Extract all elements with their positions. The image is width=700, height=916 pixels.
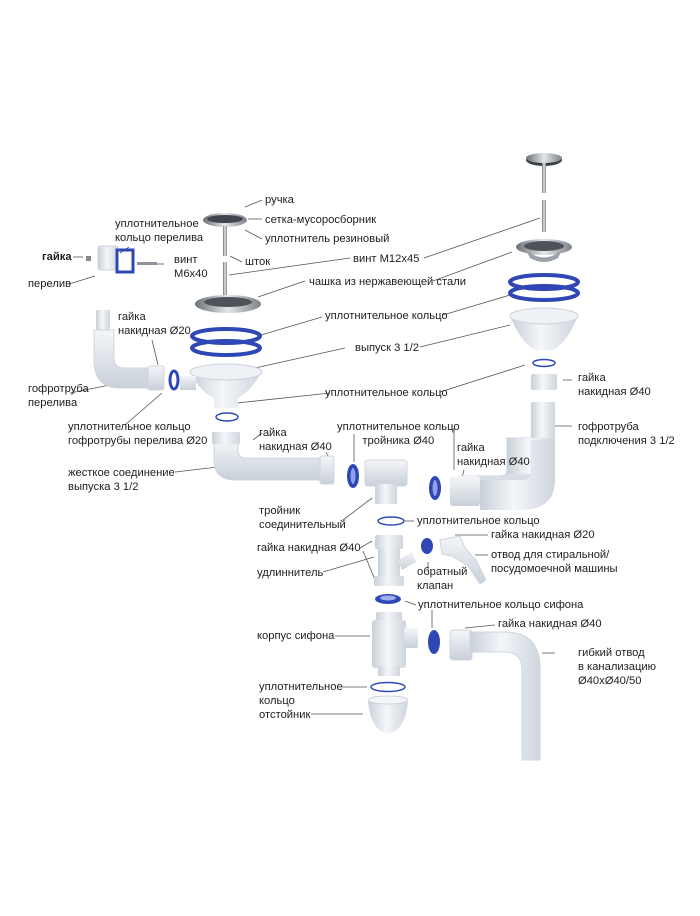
label-seal-ring-top: уплотнительное кольцо [325, 310, 448, 322]
overflow-assembly [86, 245, 180, 391]
label-seal-ring-mid: уплотнительное кольцо [325, 387, 448, 399]
label-siphon-body: корпус сифона [257, 630, 335, 642]
label-rigid-joint-line2: выпуска 3 1/2 [68, 481, 139, 493]
label-connect-pipe-line2: подключения 3 1/2 [578, 435, 675, 447]
leader-lines [68, 199, 572, 715]
label-tee-seal: уплотнительное кольцо тройника Ø40 [337, 420, 460, 448]
label-tee-seal-line1: уплотнительное кольцо [337, 421, 460, 433]
label-flex-outlet: гибкий отвод в канализацию Ø40хØ40/50 [578, 646, 656, 688]
label-overflow-seal-line1: уплотнительное [115, 218, 199, 230]
label-overflow-pipe-seal-line1: уплотнительное кольцо [68, 421, 191, 433]
label-washer-branch-line1: отвод для стиральной/ [491, 549, 610, 561]
label-connect-pipe: гофротруба подключения 3 1/2 [578, 420, 675, 448]
label-tee-line1: тройник [259, 505, 301, 517]
label-handle: ручка [265, 194, 294, 206]
label-seal-ring-bottom-line2: кольцо [259, 695, 295, 707]
label-check-valve-line2: клапан [417, 580, 454, 592]
label-tee-seal-line2: тройника Ø40 [362, 435, 435, 447]
label-seal-ring-bottom: уплотнительное кольцо [259, 680, 343, 708]
extender-assembly [374, 535, 487, 604]
label-screw-m6-line1: винт [174, 254, 198, 266]
label-cap-nut-40-ext: гайка накидная Ø40 [257, 542, 361, 554]
label-washer-branch-line2: посудомоечной машины [491, 563, 618, 575]
label-overflow-pipe-line2: перелива [28, 397, 78, 409]
label-screw-m12: винт М12х45 [353, 253, 420, 265]
label-screw-m6-line2: М6х40 [174, 268, 208, 280]
label-siphon-seal: уплотнительное кольцо сифона [418, 599, 584, 611]
label-cap-nut-40-right-line1: гайка [578, 372, 606, 384]
label-rigid-joint: жесткое соединение выпуска 3 1/2 [68, 466, 175, 494]
label-sump: отстойник [259, 709, 311, 721]
label-connect-pipe-line1: гофротруба [578, 421, 639, 433]
label-overflow-pipe: гофротруба перелива [28, 382, 89, 410]
label-nut: гайка [42, 251, 72, 263]
label-tee: тройник соединительный [259, 504, 346, 532]
label-stem: шток [245, 256, 271, 268]
label-cap-nut-40-left-line2: накидная Ø40 [259, 441, 332, 453]
label-cap-nut-40-center-line1: гайка [457, 442, 485, 454]
label-cap-nut-40-right: гайка накидная Ø40 [578, 371, 651, 399]
label-washer-branch: отвод для стиральной/ посудомоечной маши… [491, 548, 618, 576]
label-cap-nut-40-center-line2: накидная Ø40 [457, 456, 530, 468]
label-overflow-pipe-line1: гофротруба [28, 383, 89, 395]
label-seal-ring-low: уплотнительное кольцо [417, 515, 540, 527]
label-overflow-pipe-seal: уплотнительное кольцо гофротрубы перелив… [68, 420, 207, 448]
label-extender: удлиннитель [257, 567, 324, 579]
label-cap-nut-20-top-line2: накидная Ø20 [118, 325, 191, 337]
label-check-valve: обратный клапан [417, 565, 467, 593]
label-flex-outlet-line3: Ø40хØ40/50 [578, 675, 642, 687]
label-cap-nut-40-center: гайка накидная Ø40 [457, 441, 530, 469]
label-strainer: сетка-мусоросборник [265, 214, 377, 226]
label-cap-nut-20-low: гайка накидная Ø20 [491, 529, 595, 541]
label-cap-nut-20-top: гайка накидная Ø20 [118, 310, 191, 338]
label-overflow: перелив [28, 278, 72, 290]
label-rigid-joint-line1: жесткое соединение [68, 467, 175, 479]
left-strainer-assembly [180, 213, 263, 422]
label-overflow-seal: уплотнительное кольцо перелива [115, 217, 203, 245]
label-cap-nut-20-top-line1: гайка [118, 311, 146, 323]
label-cap-nut-40-bottom: гайка накидная Ø40 [498, 618, 602, 630]
label-overflow-pipe-seal-line2: гофротрубы перелива Ø20 [68, 435, 208, 447]
label-screw-m6: винт М6х40 [174, 253, 208, 281]
label-flex-outlet-line1: гибкий отвод [578, 647, 645, 659]
label-cap-nut-40-left-line1: гайка [259, 427, 287, 439]
center-assembly [212, 432, 441, 526]
label-cap-nut-40-left: гайка накидная Ø40 [259, 426, 332, 454]
siphon-assembly [367, 612, 541, 761]
label-rubber-seal: уплотнитель резиновый [265, 233, 390, 245]
label-flex-outlet-line2: в канализацию [578, 661, 656, 673]
label-tee-line2: соединительный [259, 519, 346, 531]
label-outlet: выпуск 3 1/2 [355, 342, 419, 354]
label-overflow-seal-line2: кольцо перелива [115, 232, 204, 244]
label-seal-ring-bottom-line1: уплотнительное [259, 681, 343, 693]
label-steel-cup: чашка из нержавеющей стали [309, 276, 466, 288]
right-strainer-assembly [450, 153, 580, 510]
label-cap-nut-40-right-line2: накидная Ø40 [578, 386, 651, 398]
label-check-valve-line1: обратный [417, 566, 468, 578]
